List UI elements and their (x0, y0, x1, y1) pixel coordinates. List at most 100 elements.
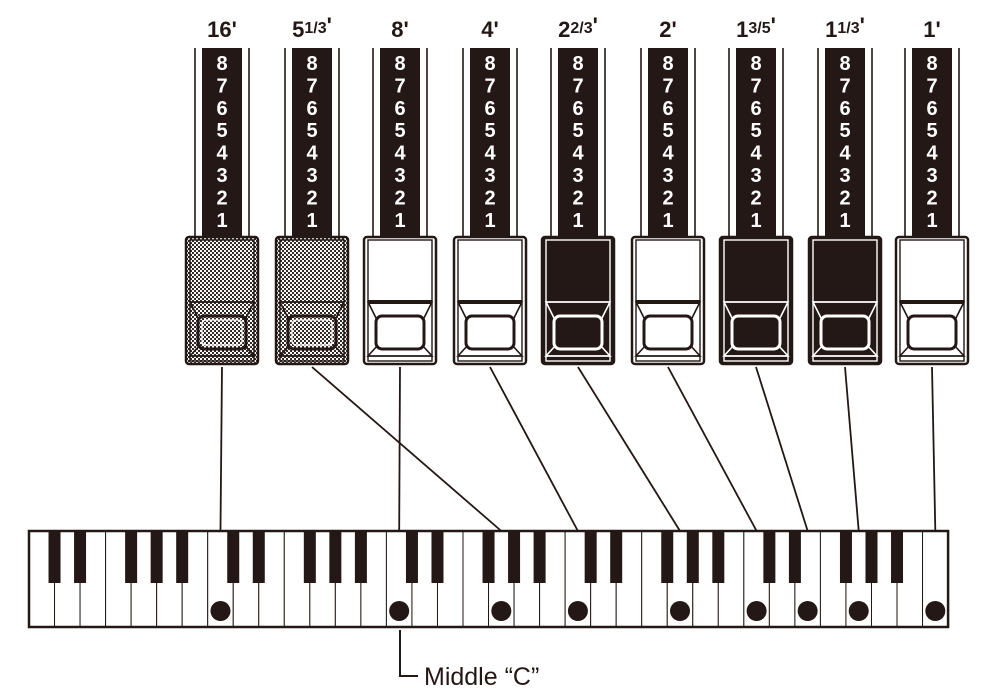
black-key[interactable] (610, 531, 623, 583)
black-key[interactable] (405, 531, 418, 583)
drawbar-scale-number: 2 (216, 187, 227, 209)
drawbar-scale-number: 2 (306, 187, 317, 209)
drawbar-scale-number: 4 (839, 143, 851, 165)
drawbar-knob[interactable] (718, 235, 794, 366)
black-key[interactable] (431, 531, 444, 583)
drawbar-footage-label: 16' (207, 17, 237, 42)
black-key[interactable] (788, 531, 801, 583)
drawbar-scale-number: 7 (572, 75, 583, 97)
drawbar-scale-number: 5 (750, 120, 761, 142)
black-key[interactable] (482, 531, 495, 583)
pitch-dot (746, 601, 767, 621)
drawbar-scale-number: 7 (750, 75, 761, 97)
drawbar-knob[interactable] (894, 235, 970, 366)
drawbar-scale-number: 3 (926, 165, 937, 187)
drawbar-scale-number: 2 (839, 187, 850, 209)
drawbar-scale-number: 3 (306, 165, 317, 187)
drawbar-scale-number: 1 (216, 210, 227, 232)
drawbar-scale-number: 8 (926, 53, 937, 75)
drawbar-scale-number: 4 (394, 143, 406, 165)
connector-line (311, 366, 502, 532)
drawbar-scale-number: 8 (662, 53, 673, 75)
black-key[interactable] (686, 531, 699, 583)
black-key[interactable] (533, 531, 546, 583)
black-key[interactable] (176, 531, 189, 583)
black-key[interactable] (712, 531, 725, 583)
black-key[interactable] (252, 531, 265, 583)
drawbar-scale-number: 2 (484, 187, 495, 209)
pitch-dot (670, 601, 691, 621)
connector-line (398, 366, 401, 532)
drawbar-scale-number: 1 (394, 210, 405, 232)
drawbar-scale-number: 6 (926, 98, 937, 120)
drawbar-scale-number: 6 (394, 98, 405, 120)
black-key[interactable] (865, 531, 878, 583)
drawbar-scale-number: 5 (484, 120, 495, 142)
drawbar-scale-number: 8 (306, 53, 317, 75)
black-key[interactable] (303, 531, 316, 583)
black-key[interactable] (48, 531, 61, 583)
drawbar-shaft (825, 48, 865, 238)
drawbar-scale-number: 1 (662, 210, 673, 232)
drawbar-shaft (202, 48, 242, 238)
pitch-dot (210, 601, 231, 621)
drawbar-knob[interactable] (452, 235, 528, 366)
drawbar-scale-number: 6 (216, 98, 227, 120)
drawbar-knob[interactable] (630, 235, 706, 366)
black-key[interactable] (125, 531, 138, 583)
black-key[interactable] (661, 531, 674, 583)
drawbar-shaft (380, 48, 420, 238)
drawbar-scale-number: 6 (750, 98, 761, 120)
black-key[interactable] (508, 531, 521, 583)
drawbar-scale-number: 7 (662, 75, 673, 97)
black-key[interactable] (763, 531, 776, 583)
black-key[interactable] (329, 531, 342, 583)
drawbar-scale-number: 5 (394, 120, 405, 142)
drawbar-scale-number: 6 (572, 98, 583, 120)
pitch-dot (797, 601, 818, 621)
connector-line (489, 366, 579, 532)
drawbar-scale-number: 6 (484, 98, 495, 120)
black-key[interactable] (74, 531, 87, 583)
drawbar-scale-number: 8 (216, 53, 227, 75)
drawbar-scale-number: 5 (926, 120, 937, 142)
drawbar-scale-number: 7 (839, 75, 850, 97)
middle-c-label: Middle “C” (424, 663, 539, 691)
drawbar-scale-number: 3 (394, 165, 405, 187)
drawbar-knob[interactable] (807, 235, 883, 366)
drawbar-scale-number: 6 (662, 98, 673, 120)
drawbar-knob[interactable] (274, 235, 350, 366)
drawbar-footage-label: 51/3' (292, 13, 332, 42)
drawbar-knob[interactable] (362, 235, 438, 366)
drawbar-scale-number: 1 (484, 210, 495, 232)
black-key[interactable] (891, 531, 904, 583)
drawbar-knob[interactable] (540, 235, 616, 366)
pitch-dot (389, 601, 410, 621)
black-key[interactable] (227, 531, 240, 583)
drawbar-scale-number: 8 (484, 53, 495, 75)
drawbar-footage-label: 1' (923, 17, 940, 42)
drawbar-scale-number: 3 (750, 165, 761, 187)
drawbar-knob[interactable] (184, 235, 260, 366)
black-key[interactable] (584, 531, 597, 583)
drawbar-shaft (736, 48, 776, 238)
black-key[interactable] (150, 531, 163, 583)
connector-lines (219, 366, 937, 532)
drawbar-scale-number: 5 (572, 120, 583, 142)
black-key[interactable] (839, 531, 852, 583)
drawbar-scale-number: 3 (572, 165, 583, 187)
drawbar-scale-number: 5 (306, 120, 317, 142)
drawbar-footage-label: 2' (659, 17, 676, 42)
black-key[interactable] (354, 531, 367, 583)
drawbar-footage-label: 8' (391, 17, 408, 42)
